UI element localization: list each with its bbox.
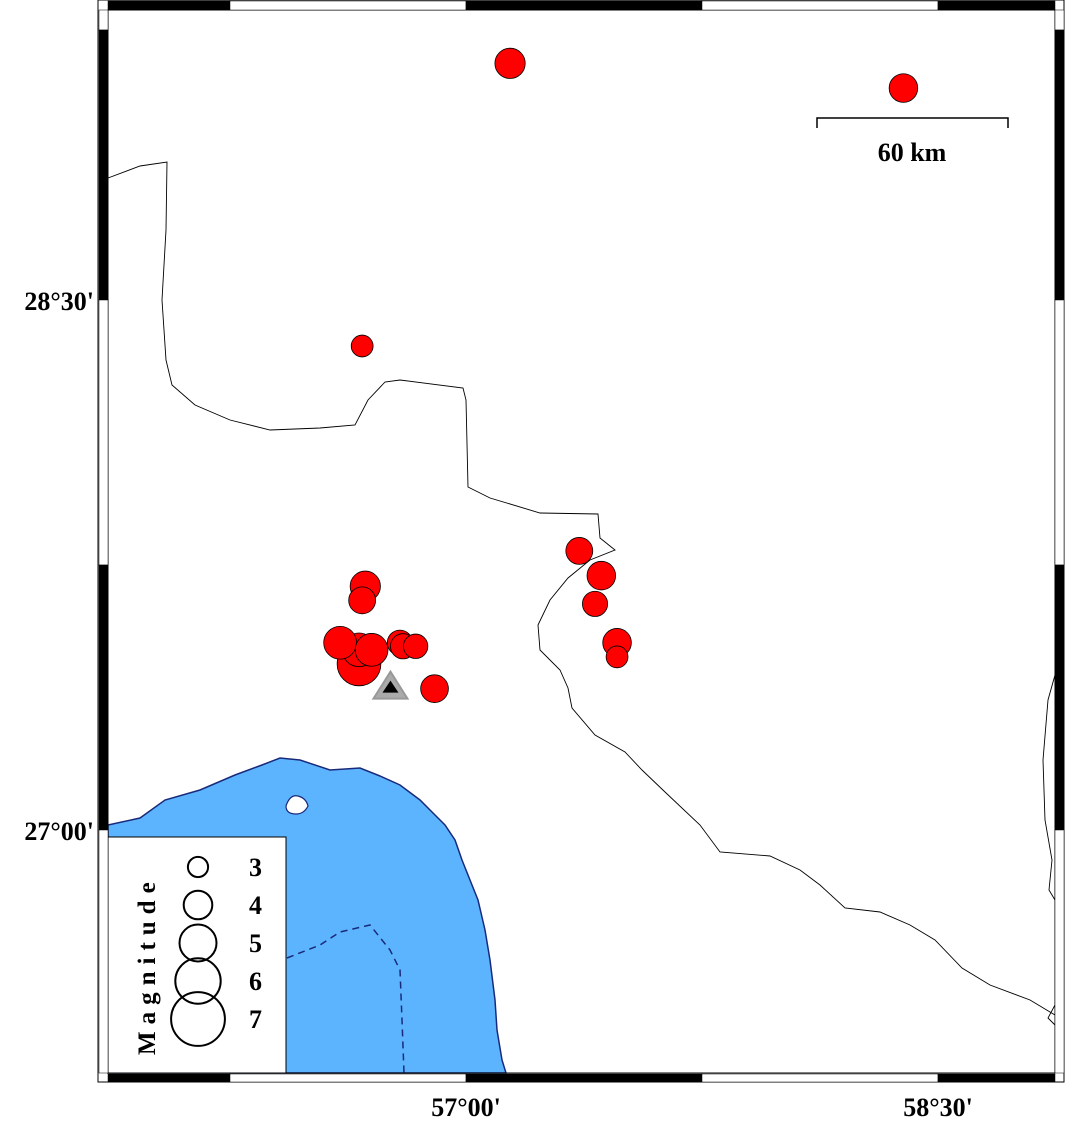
earthquake-marker <box>350 334 374 358</box>
earthquake-marker <box>565 537 594 565</box>
frame-segment <box>701 1073 939 1083</box>
earthquake-marker <box>348 586 377 615</box>
legend-label: 7 <box>249 1005 262 1034</box>
island <box>285 795 309 815</box>
earthquake-marker <box>354 633 389 667</box>
border-line <box>107 161 1056 1016</box>
frame-segment <box>98 299 109 566</box>
earthquake-marker <box>888 73 919 103</box>
legend-label: 3 <box>249 853 262 882</box>
y-tick-label: 27°00' <box>24 817 94 846</box>
legend-circle <box>178 923 218 963</box>
legend-label: 5 <box>249 929 262 958</box>
legend-circle <box>186 855 210 879</box>
axis-labels: 57°00' 58°30' 28°30' 27°00' <box>24 287 972 1122</box>
frame-segment <box>701 0 939 11</box>
map-frame <box>97 0 1065 1083</box>
legend-title: Magnitude <box>134 875 161 1055</box>
frame-segment <box>937 1073 1056 1083</box>
y-tick-label: 28°30' <box>24 287 94 316</box>
legend-circle <box>170 991 226 1047</box>
earthquake-marker <box>403 633 429 659</box>
legend: Magnitude 3 4 5 6 7 <box>107 836 287 1074</box>
frame-segment <box>98 9 109 31</box>
x-tick-label: 58°30' <box>903 1093 973 1122</box>
frame-segment <box>229 0 467 11</box>
earthquake-marker <box>586 560 617 591</box>
frame-segment <box>1054 829 1065 1074</box>
earthquake-marker <box>420 674 449 703</box>
earthquake-marker <box>494 47 526 79</box>
scale-bar-label: 60 km <box>878 138 947 167</box>
legend-label: 6 <box>249 967 262 996</box>
legend-circle <box>182 889 214 921</box>
border-line-east <box>1042 674 1056 1026</box>
frame-segment <box>1054 29 1065 301</box>
frame-segment <box>1054 299 1065 566</box>
frame-segment <box>465 1073 703 1083</box>
earthquake-layer <box>323 47 919 703</box>
frame-segment <box>107 0 231 11</box>
earthquake-marker <box>582 590 609 617</box>
x-tick-label: 57°00' <box>431 1093 501 1122</box>
frame-segment <box>107 1073 231 1083</box>
legend-circle <box>174 957 222 1005</box>
bathymetry-contour <box>286 924 405 1074</box>
frame-segment <box>98 829 109 1074</box>
scale-bar: 60 km <box>816 117 1009 167</box>
frame-segment <box>937 0 1056 11</box>
frame-segment <box>229 1073 467 1083</box>
station-triangle-icon <box>371 669 410 700</box>
earthquake-marker <box>323 625 357 660</box>
frame-segment <box>1054 9 1065 31</box>
frame-segment <box>98 564 109 831</box>
frame-segment <box>98 29 109 301</box>
frame-segment <box>1054 564 1065 831</box>
earthquake-marker <box>605 645 629 669</box>
legend-label: 4 <box>249 891 262 920</box>
frame-segment <box>465 0 703 11</box>
